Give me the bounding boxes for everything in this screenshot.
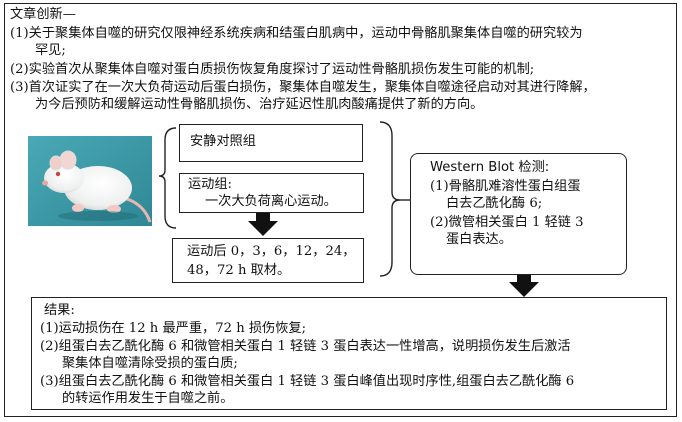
results-title: 结果: [44, 303, 75, 318]
header-line-4: (3)首次证实了在一次大负荷运动后蛋白损伤，聚集体自噬发生，聚集体自噬途径启动对… [10, 80, 596, 95]
results-line-2: (2)组蛋白去乙酰化酶 6 和微管相关蛋白 1 轻链 3 蛋白表达一性增高，说明… [40, 339, 571, 354]
exercise-group-title: 运动组: [188, 177, 233, 192]
results-line-1: (1)运动损伤在 12 h 最严重，72 h 损伤恢复; [40, 321, 307, 336]
control-group-label: 安静对照组 [190, 134, 256, 149]
figure-frame [4, 3, 677, 417]
results-line-4: (3)组蛋白去乙酰化酶 6 和微管相关蛋白 1 轻链 3 蛋白峰值出现时序性,组… [40, 374, 575, 389]
western-blot-item-2-line-2: 蛋白表达。 [446, 232, 512, 247]
header-line-5: 为今后预防和缓解运动性骨骼肌损伤、治疗延迟性肌肉酸痛提供了新的方向。 [35, 97, 484, 112]
exercise-group-box [179, 173, 364, 213]
header-line-3: (2)实验首次从聚集体自噬对蛋白质损伤恢复角度探讨了运动性骨骼肌损伤发生可能的机… [10, 62, 535, 77]
exercise-group-detail: 一次大负荷离心运动。 [205, 194, 337, 209]
timepoints-line-2: 48，72 h 取材。 [187, 263, 291, 278]
results-box [31, 297, 667, 410]
western-blot-box [410, 153, 627, 275]
western-blot-item-2-line-1: (2)微管相关蛋白 1 轻链 3 [430, 215, 584, 230]
header-line-1: (1)关于聚集体自噬的研究仅限神经系统疾病和结蛋白肌病中，运动中骨骼肌聚集体自噬… [10, 26, 583, 41]
results-line-3: 聚集体自噬清除受损的蛋白质; [62, 356, 238, 371]
western-blot-item-1-line-1: (1)骨骼肌难溶性蛋白组蛋 [430, 179, 581, 194]
western-blot-item-1-line-2: 白去乙酰化酶 6; [446, 196, 543, 211]
timepoints-box [172, 238, 364, 283]
down-arrow-2 [509, 275, 539, 297]
left-bracket [158, 127, 177, 229]
rat-illustration [28, 136, 152, 226]
right-bracket [379, 121, 401, 277]
control-group-box [179, 124, 363, 162]
western-blot-title: Western Blot 检测: [430, 160, 550, 175]
header-title: 文章创新— [10, 7, 76, 22]
results-line-5: 的转运作用发生于自噬之前。 [62, 391, 234, 406]
down-arrow-1 [248, 213, 278, 236]
header-line-2: 罕见; [35, 43, 66, 58]
rat-photo [28, 136, 152, 226]
timepoints-line-1: 运动后 0，3，6，12，24， [187, 244, 356, 259]
